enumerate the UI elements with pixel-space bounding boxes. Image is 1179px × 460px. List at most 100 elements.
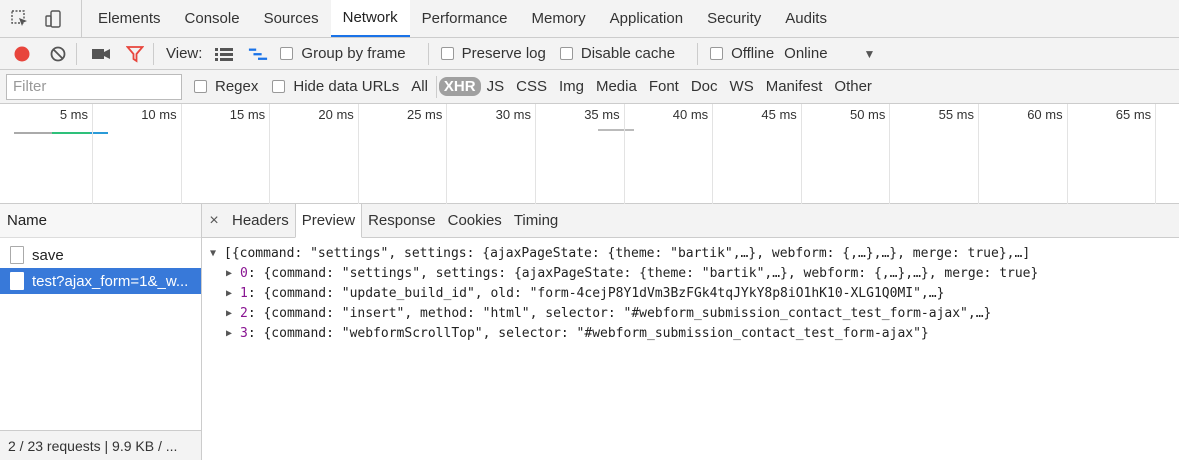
type-filter-doc[interactable]: Doc — [690, 78, 718, 95]
tree-child-row[interactable]: ▶ 2: {command: "insert", method: "html",… — [210, 304, 1179, 324]
collapsed-triangle-icon[interactable]: ▶ — [226, 308, 233, 319]
checkbox-box[interactable] — [559, 47, 573, 60]
disable-cache-checkbox[interactable]: Disable cache — [559, 45, 675, 62]
tree-root-text: [{command: "settings", settings: {ajaxPa… — [224, 246, 1031, 261]
tree-colon: : — [247, 326, 264, 341]
detail-tabs: × Headers Preview Response Cookies Timin… — [202, 204, 1179, 238]
tab-security[interactable]: Security — [707, 10, 762, 27]
checkbox-box[interactable] — [710, 47, 724, 60]
large-rows-icon[interactable] — [214, 44, 234, 64]
clear-icon[interactable] — [48, 44, 68, 64]
waterfall-icon[interactable] — [248, 44, 268, 64]
timeline-gridline — [269, 104, 271, 204]
type-filter-other[interactable]: Other — [834, 78, 872, 95]
preserve-log-checkbox[interactable]: Preserve log — [440, 45, 546, 62]
timeline-tick-label: 50 ms — [849, 107, 886, 122]
tree-child-row[interactable]: ▶ 3: {command: "webformScrollTop", selec… — [210, 324, 1179, 344]
tab-audits[interactable]: Audits — [785, 10, 827, 27]
tab-console[interactable]: Console — [184, 10, 240, 27]
tab-cookies[interactable]: Cookies — [447, 212, 502, 229]
timeline-tick-label: 20 ms — [318, 107, 354, 122]
json-preview-tree: ▼ [{command: "settings", settings: {ajax… — [202, 238, 1179, 344]
name-column-header[interactable]: Name — [0, 204, 201, 238]
collapsed-triangle-icon[interactable]: ▶ — [226, 288, 233, 299]
request-row[interactable]: save — [0, 242, 201, 268]
timeline-tick-label: 25 ms — [406, 107, 443, 122]
screenshot-camera-icon[interactable] — [91, 44, 111, 64]
type-filter-all[interactable]: All — [411, 78, 428, 95]
toolbar-divider — [697, 42, 699, 65]
checkbox-box[interactable] — [440, 47, 454, 60]
timeline-gridline — [889, 104, 891, 204]
type-filter-css[interactable]: CSS — [516, 78, 547, 95]
document-icon — [10, 246, 24, 264]
tab-memory[interactable]: Memory — [531, 10, 586, 27]
preserve-log-label: Preserve log — [461, 45, 546, 62]
timeline-tick-label: 35 ms — [584, 107, 620, 122]
toolbar-divider — [427, 42, 429, 65]
group-by-frame-checkbox[interactable]: Group by frame — [280, 45, 406, 62]
tree-child-text: {command: "webformScrollTop", selector: … — [263, 326, 929, 341]
checkbox-box[interactable] — [280, 47, 294, 60]
record-icon[interactable] — [12, 44, 32, 64]
type-filter-js[interactable]: JS — [486, 78, 505, 95]
collapsed-triangle-icon[interactable]: ▶ — [226, 268, 233, 279]
tree-colon: : — [247, 286, 264, 301]
tree-child-text: {command: "insert", method: "html", sele… — [263, 306, 992, 321]
tab-response[interactable]: Response — [368, 212, 436, 229]
device-toolbar-icon[interactable] — [44, 9, 64, 29]
type-filter-ws[interactable]: WS — [729, 78, 754, 95]
hide-data-urls-checkbox[interactable]: Hide data URLs — [272, 78, 399, 95]
regex-checkbox[interactable]: Regex — [194, 78, 258, 95]
devtools-icons — [0, 0, 82, 37]
collapsed-triangle-icon[interactable]: ▶ — [226, 328, 233, 339]
view-label: View: — [166, 45, 203, 62]
timeline-gridline — [446, 104, 448, 204]
timeline-gridline — [1066, 104, 1068, 204]
timeline-bar-green — [52, 132, 90, 134]
type-filter-img[interactable]: Img — [558, 78, 584, 95]
type-filter-media[interactable]: Media — [595, 78, 637, 95]
tab-network[interactable]: Network — [330, 0, 410, 37]
request-name: test?ajax_form=1&_w... — [32, 272, 189, 290]
timeline-tick-label: 15 ms — [229, 107, 266, 122]
tab-headers[interactable]: Headers — [232, 212, 289, 229]
panel-tabs: Elements Console Sources Network Perform… — [86, 0, 839, 37]
type-filter-xhr[interactable]: XHR — [438, 77, 481, 96]
timeline-bar-gray — [598, 129, 634, 131]
tab-timing[interactable]: Timing — [513, 212, 559, 229]
checkbox-box[interactable] — [272, 80, 286, 93]
timeline-gridline — [357, 104, 359, 204]
tab-application[interactable]: Application — [609, 10, 684, 27]
tree-child-text: {command: "settings", settings: {ajaxPag… — [263, 266, 1039, 281]
tree-root-row[interactable]: ▼ [{command: "settings", settings: {ajax… — [210, 244, 1179, 264]
expanded-triangle-icon[interactable]: ▼ — [210, 248, 217, 259]
inspect-element-icon[interactable] — [10, 9, 30, 29]
tree-colon: : — [247, 306, 264, 321]
devtools-tab-bar: Elements Console Sources Network Perform… — [0, 0, 1179, 38]
tab-elements[interactable]: Elements — [98, 10, 161, 27]
tab-sources[interactable]: Sources — [263, 10, 319, 27]
tree-child-row[interactable]: ▶ 0: {command: "settings", settings: {aj… — [210, 264, 1179, 284]
checkbox-box[interactable] — [194, 80, 207, 93]
tree-child-row[interactable]: ▶ 1: {command: "update_build_id", old: "… — [210, 284, 1179, 304]
request-row-selected[interactable]: test?ajax_form=1&_w... — [0, 268, 201, 294]
timeline-gridline — [623, 104, 625, 204]
tree-index: 1 — [240, 286, 248, 301]
offline-label: Offline — [731, 45, 775, 62]
filter-funnel-icon[interactable] — [125, 44, 145, 64]
tab-performance[interactable]: Performance — [421, 10, 508, 27]
type-filter-font[interactable]: Font — [648, 78, 679, 95]
close-icon[interactable]: × — [209, 211, 219, 229]
timeline-gridline — [92, 104, 93, 204]
tree-index: 3 — [240, 326, 248, 341]
timeline-gridline — [800, 104, 802, 204]
throttling-select[interactable]: Online ▼ — [784, 45, 875, 62]
tree-colon: : — [247, 266, 264, 281]
group-by-frame-label: Group by frame — [301, 45, 406, 62]
type-filter-manifest[interactable]: Manifest — [765, 78, 823, 95]
offline-checkbox[interactable]: Offline — [710, 45, 774, 62]
filter-input[interactable]: Filter — [6, 73, 182, 100]
tab-preview[interactable]: Preview — [294, 204, 363, 238]
